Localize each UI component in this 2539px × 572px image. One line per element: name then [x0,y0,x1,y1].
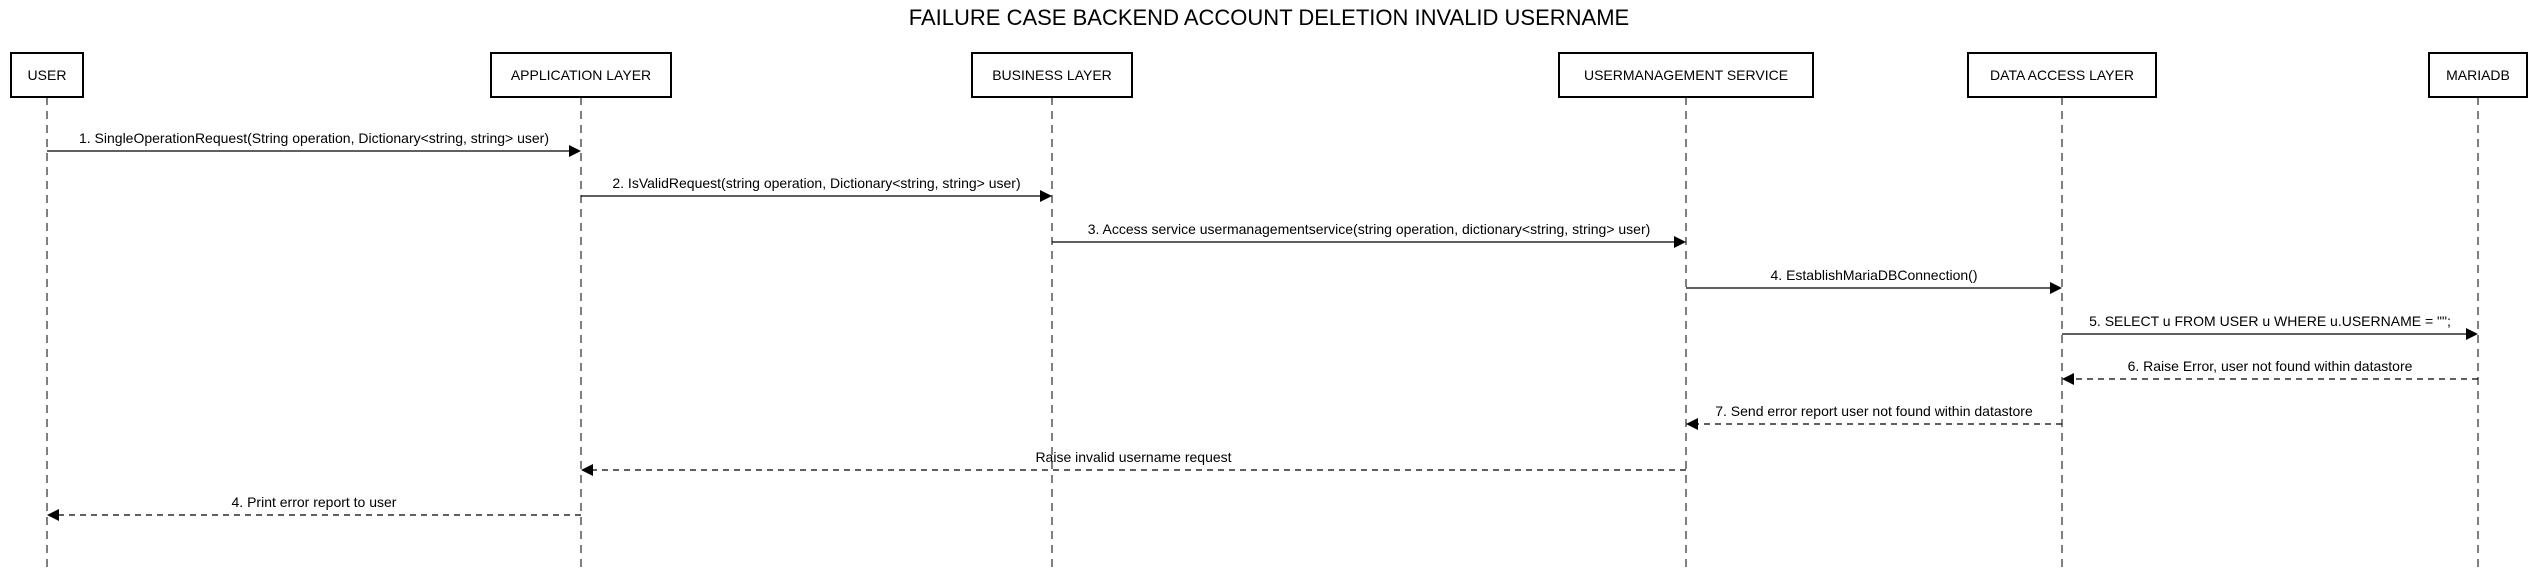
participant-label: DATA ACCESS LAYER [1990,67,2134,83]
diagram-title: FAILURE CASE BACKEND ACCOUNT DELETION IN… [909,5,1629,30]
message-8: Raise invalid username request [581,449,1686,476]
arrowhead-icon [569,145,581,157]
message-label: 3. Access service usermanagementservice(… [1088,221,1651,237]
participant-box [10,52,84,98]
participant-label: BUSINESS LAYER [992,67,1112,83]
arrowhead-icon [1686,418,1698,430]
lifelines [46,97,2479,570]
participant-ums: USERMANAGEMENT SERVICE [1558,52,1814,98]
message-4: 4. EstablishMariaDBConnection() [1686,267,2062,294]
message-2: 2. IsValidRequest(string operation, Dict… [581,175,1052,202]
participant-app: APPLICATION LAYER [490,52,672,98]
participant-label: APPLICATION LAYER [511,67,651,83]
arrowhead-icon [2050,282,2062,294]
arrowhead-icon [2062,373,2074,385]
message-1: 1. SingleOperationRequest(String operati… [47,130,581,157]
message-label: 7. Send error report user not found with… [1715,403,2033,419]
participant-box [490,52,672,98]
arrowhead-icon [47,509,59,521]
message-5: 5. SELECT u FROM USER u WHERE u.USERNAME… [2062,313,2478,340]
message-label: Raise invalid username request [1035,449,1231,465]
message-label: 2. IsValidRequest(string operation, Dict… [612,175,1020,191]
participant-db: MARIADB [2428,52,2528,98]
arrowhead-icon [2466,328,2478,340]
arrowhead-icon [581,464,593,476]
participant-box [1967,52,2157,98]
participant-box [2428,52,2528,98]
participant-label: USER [28,67,67,83]
participant-label: MARIADB [2446,67,2510,83]
participant-box [1558,52,1814,98]
message-label: 6. Raise Error, user not found within da… [2128,358,2413,374]
participant-label: USERMANAGEMENT SERVICE [1584,67,1788,83]
arrowhead-icon [1040,190,1052,202]
participant-dal: DATA ACCESS LAYER [1967,52,2157,98]
message-9: 4. Print error report to user [47,494,581,521]
messages: 1. SingleOperationRequest(String operati… [47,130,2478,521]
arrowhead-icon [1674,236,1686,248]
participant-box [971,52,1133,98]
message-label: 5. SELECT u FROM USER u WHERE u.USERNAME… [2089,313,2451,329]
message-label: 4. EstablishMariaDBConnection() [1771,267,1978,283]
message-3: 3. Access service usermanagementservice(… [1052,221,1686,248]
participant-user: USER [10,52,84,98]
participant-business: BUSINESS LAYER [971,52,1133,98]
participants: USER APPLICATION LAYER BUSINESS LAYER USERM… [10,52,2528,98]
message-label: 4. Print error report to user [232,494,397,510]
message-6: 6. Raise Error, user not found within da… [2062,358,2478,385]
message-7: 7. Send error report user not found with… [1686,403,2062,430]
message-label: 1. SingleOperationRequest(String operati… [79,130,549,146]
